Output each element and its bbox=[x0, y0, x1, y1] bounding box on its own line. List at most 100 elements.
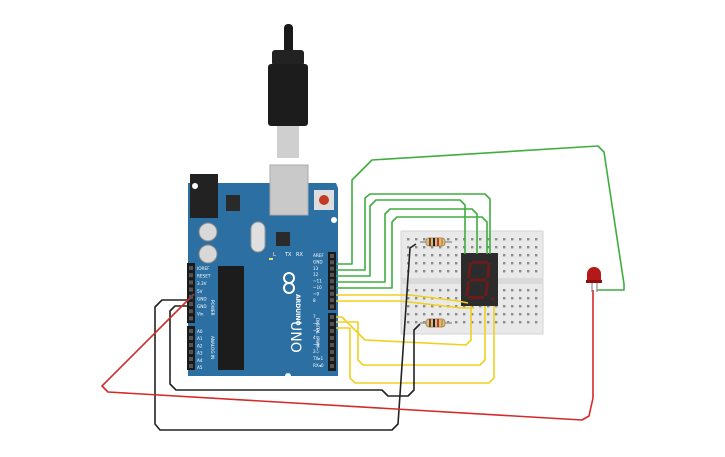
breadboard-hole bbox=[423, 313, 426, 316]
led-rim bbox=[586, 280, 602, 283]
arduino-board[interactable]: L TX RX ARDUINO UNO IOREFRESET3.3V5VGNDG… bbox=[187, 164, 338, 379]
header-pin[interactable] bbox=[189, 309, 193, 314]
usb-cable[interactable] bbox=[268, 24, 308, 158]
header-pin[interactable] bbox=[330, 322, 334, 326]
header-pin[interactable] bbox=[330, 343, 334, 347]
breadboard-holes bbox=[407, 238, 538, 324]
pin-label: ~9 bbox=[313, 291, 320, 296]
resistor-bottom[interactable] bbox=[420, 318, 452, 328]
wire-green-10[interactable] bbox=[336, 216, 488, 289]
segment-a bbox=[471, 261, 488, 264]
breadboard-hole bbox=[407, 254, 410, 257]
wire-yellow-6[interactable] bbox=[336, 306, 486, 366]
arduino-logo-text: ARDUINO bbox=[294, 294, 301, 325]
wire-green-12[interactable] bbox=[336, 199, 466, 277]
header-pin[interactable] bbox=[330, 336, 334, 340]
breadboard-hole bbox=[487, 246, 490, 249]
wire-yellow-9[interactable] bbox=[336, 294, 469, 304]
breadboard-hole bbox=[503, 238, 506, 241]
breadboard-hole bbox=[503, 262, 506, 265]
wire-red-5v[interactable] bbox=[101, 290, 594, 421]
header-pin[interactable] bbox=[330, 298, 334, 303]
header-pin[interactable] bbox=[330, 357, 334, 361]
red-led[interactable] bbox=[586, 267, 602, 292]
wire-green-11[interactable] bbox=[336, 208, 478, 283]
header-pin[interactable] bbox=[330, 364, 334, 368]
breadboard-hole bbox=[447, 297, 450, 300]
pin-label: ~5 bbox=[313, 328, 320, 333]
breadboard-hole bbox=[431, 270, 434, 273]
header-pin[interactable] bbox=[330, 291, 334, 296]
breadboard-hole bbox=[479, 321, 482, 324]
header-pin[interactable] bbox=[189, 280, 193, 285]
breadboard-hole bbox=[415, 238, 418, 241]
wire-black-gnd-2[interactable] bbox=[169, 305, 421, 397]
breadboard-hole bbox=[487, 321, 490, 324]
header-pin[interactable] bbox=[330, 350, 334, 354]
pin-label: RESET bbox=[197, 274, 211, 279]
wire-yellow-8[interactable] bbox=[336, 300, 474, 309]
pin-label: 8 bbox=[313, 298, 316, 303]
header-pin[interactable] bbox=[189, 364, 193, 368]
breadboard-hole bbox=[519, 289, 522, 292]
analog-header bbox=[187, 326, 195, 370]
seven-segment-display[interactable]: 8 bbox=[0, 0, 498, 306]
breadboard-hole bbox=[519, 270, 522, 273]
led-rx-label: RX bbox=[296, 252, 303, 258]
segment-d bbox=[468, 296, 485, 299]
mount-hole bbox=[192, 183, 198, 189]
header-pin[interactable] bbox=[330, 304, 334, 309]
header-pin[interactable] bbox=[330, 285, 334, 290]
breadboard-hole bbox=[487, 305, 490, 308]
breadboard-hole bbox=[455, 313, 458, 316]
breadboard-hole bbox=[447, 238, 450, 241]
breadboard-hole bbox=[415, 254, 418, 257]
header-pin[interactable] bbox=[189, 329, 193, 333]
header-pin[interactable] bbox=[189, 357, 193, 361]
wire-green-led[interactable] bbox=[336, 145, 625, 291]
header-pin[interactable] bbox=[189, 343, 193, 347]
header-pin[interactable] bbox=[330, 260, 334, 265]
breadboard-hole bbox=[431, 289, 434, 292]
breadboard-hole bbox=[535, 238, 538, 241]
breadboard-hole bbox=[503, 305, 506, 308]
breadboard-hole bbox=[495, 321, 498, 324]
breadboard-hole bbox=[535, 321, 538, 324]
header-pin[interactable] bbox=[330, 279, 334, 284]
pin-label: 2 bbox=[313, 349, 316, 354]
breadboard-hole bbox=[487, 238, 490, 241]
power-header bbox=[187, 263, 195, 323]
breadboard-hole bbox=[535, 297, 538, 300]
wire-yellow-5[interactable] bbox=[336, 306, 495, 384]
wire-black-gnd-1[interactable] bbox=[154, 243, 417, 431]
header-pin[interactable] bbox=[330, 266, 334, 271]
header-pin[interactable] bbox=[330, 315, 334, 319]
resistor-top[interactable] bbox=[420, 237, 452, 247]
header-pin[interactable] bbox=[330, 329, 334, 333]
pin-label: IOREF bbox=[197, 266, 210, 271]
header-pin[interactable] bbox=[189, 336, 193, 340]
header-pin[interactable] bbox=[189, 287, 193, 292]
breadboard-hole bbox=[471, 246, 474, 249]
header-pin[interactable] bbox=[189, 316, 193, 321]
wire-yellow-7[interactable] bbox=[336, 306, 472, 346]
pin-label: RX◂0 bbox=[313, 363, 324, 368]
breadboard-hole bbox=[535, 305, 538, 308]
breadboard-hole bbox=[455, 262, 458, 265]
breadboard-hole bbox=[455, 305, 458, 308]
header-pin[interactable] bbox=[189, 294, 193, 299]
wire-green-13[interactable] bbox=[336, 193, 491, 271]
segment-c bbox=[484, 281, 489, 296]
header-pin[interactable] bbox=[330, 272, 334, 277]
breadboard-hole bbox=[415, 321, 418, 324]
header-pin[interactable] bbox=[330, 254, 334, 258]
pin-label: 13 bbox=[313, 266, 319, 271]
header-pin[interactable] bbox=[189, 266, 193, 270]
display-digit: 8 bbox=[0, 0, 1, 1]
header-pin[interactable] bbox=[189, 350, 193, 354]
header-pin[interactable] bbox=[189, 302, 193, 306]
reset-button[interactable] bbox=[319, 195, 329, 205]
header-pin[interactable] bbox=[189, 273, 193, 278]
